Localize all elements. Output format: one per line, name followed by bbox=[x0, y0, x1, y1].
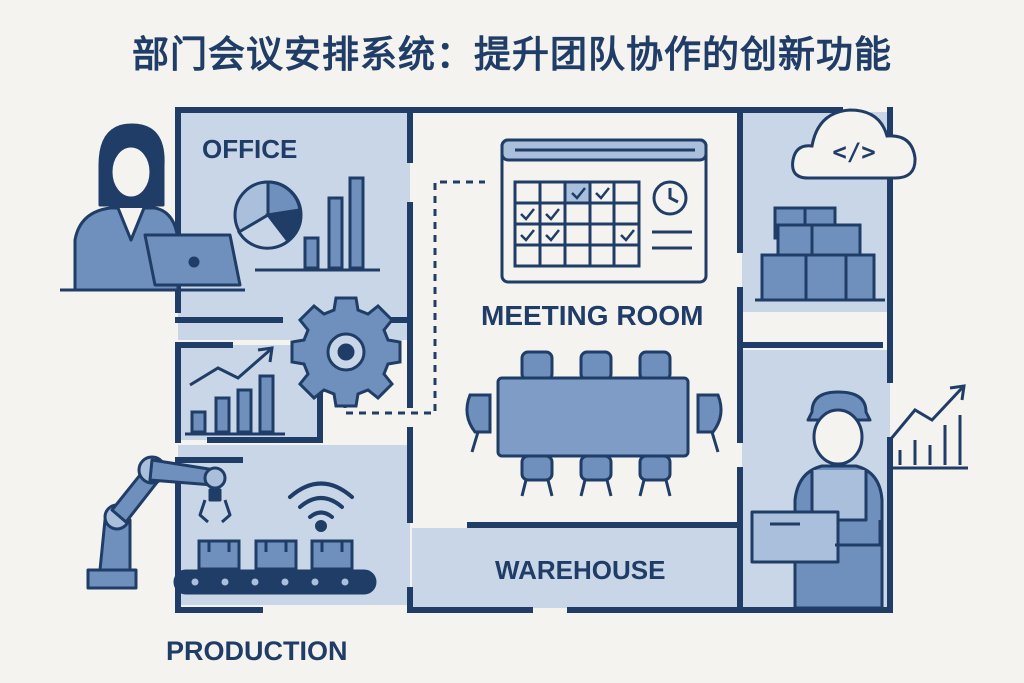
robot-arm-icon bbox=[86, 455, 232, 590]
meeting-room-label: MEETING ROOM bbox=[481, 300, 704, 331]
warehouse-corridor-floor bbox=[412, 528, 742, 608]
trend-chart-icon bbox=[185, 346, 285, 436]
gear-icon bbox=[290, 296, 402, 408]
production-label: PRODUCTION bbox=[166, 636, 348, 666]
wifi-icon bbox=[288, 481, 354, 532]
warehouse-worker-icon bbox=[750, 390, 884, 610]
pie-chart-icon bbox=[233, 180, 303, 250]
conveyor-belt-icon bbox=[173, 539, 377, 595]
bar-chart-icon bbox=[255, 176, 380, 272]
cloud-code-icon bbox=[791, 108, 917, 180]
calendar-screen-icon bbox=[500, 138, 708, 284]
cloud-code-symbol: </> bbox=[832, 138, 875, 166]
office-worker-icon bbox=[60, 123, 245, 292]
growth-chart-icon bbox=[888, 384, 968, 470]
meeting-table-icon bbox=[465, 350, 723, 497]
stacked-boxes-icon bbox=[755, 206, 885, 302]
walls bbox=[175, 107, 893, 613]
page-title: 部门会议安排系统：提升团队协作的创新功能 bbox=[132, 33, 892, 76]
warehouse-label: WAREHOUSE bbox=[495, 555, 666, 585]
office-label: OFFICE bbox=[202, 134, 298, 164]
